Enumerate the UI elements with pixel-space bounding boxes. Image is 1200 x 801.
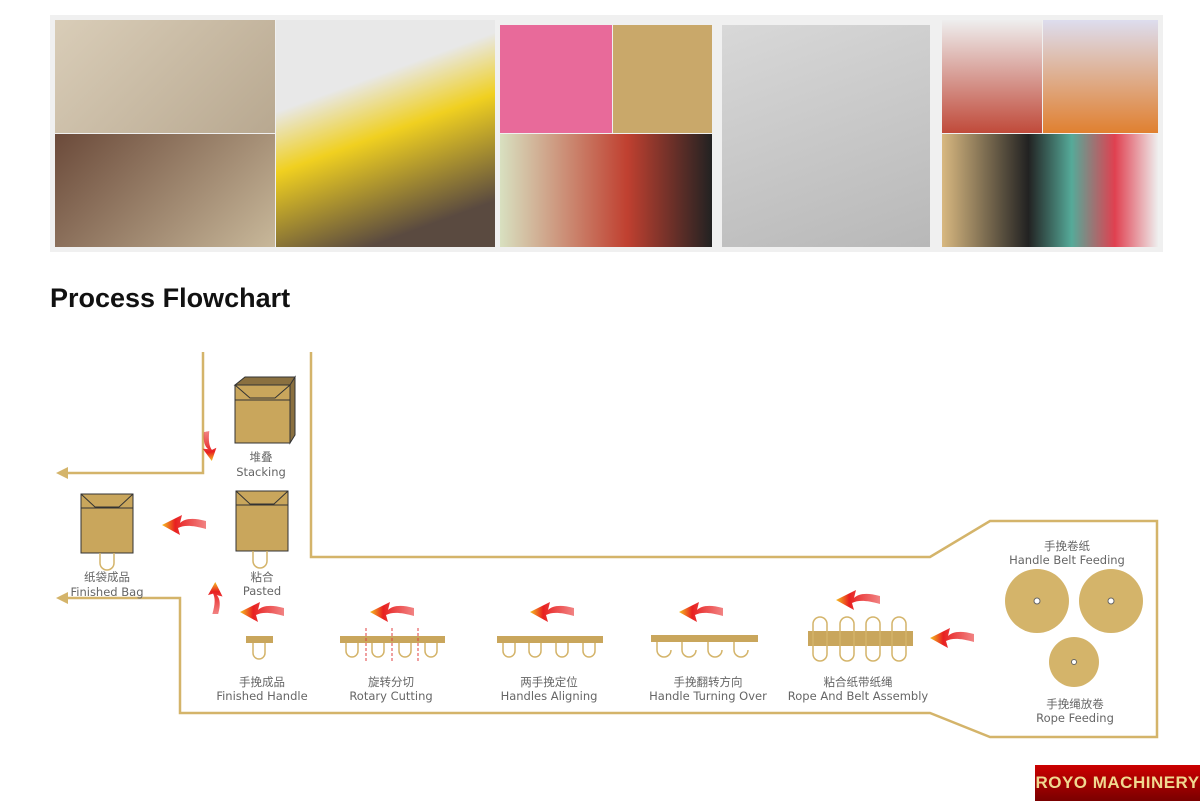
photo-red-bag — [942, 20, 1042, 133]
step-label: 手挽绳放卷 — [1046, 697, 1104, 711]
step-label: 手挽翻转方向 — [674, 675, 743, 689]
step-label: Rope And Belt Assembly — [788, 689, 929, 703]
step-label: Rope Feeding — [1036, 711, 1114, 725]
arrow-left-icon — [240, 602, 284, 622]
step-label: 纸袋成品 — [84, 570, 130, 584]
step-label: 粘合纸带纸绳 — [824, 675, 893, 689]
photo-twine-roll — [613, 25, 712, 133]
photo-pink-roll — [500, 25, 612, 133]
photo-yellow-handles — [276, 20, 495, 247]
step-label: 粘合 — [251, 570, 274, 584]
step-label: 手挽卷纸 — [1044, 539, 1090, 553]
royo-logo: ROYO MACHINERY — [1035, 765, 1200, 801]
arrow-left-icon — [246, 616, 913, 662]
feed-rolls — [1005, 569, 1143, 687]
photo-bags-row — [942, 134, 1158, 247]
stacked-bag-icon — [233, 375, 296, 445]
arrow-left-icon — [930, 628, 974, 648]
stacking-en: Stacking — [236, 465, 286, 479]
step-label: 两手挽定位 — [520, 675, 578, 689]
pasted-bag-icon — [235, 490, 289, 569]
finished-bag-icon — [80, 493, 134, 571]
output-arrowheads — [56, 467, 68, 604]
step-label: Handles Aligning — [501, 689, 598, 703]
arrow-left-icon — [836, 590, 880, 610]
step-label: Pasted — [243, 584, 281, 598]
arrow-left-icon — [370, 602, 414, 622]
product-photo-strip — [50, 15, 1163, 252]
photo-white-flat-handles — [722, 25, 930, 247]
step-label: 旋转分切 — [368, 675, 414, 689]
step-label: Handle Belt Feeding — [1009, 553, 1125, 567]
step-label: 手挽成品 — [239, 675, 285, 689]
conveyor-outline — [62, 352, 1159, 739]
arrow-left-icon — [530, 602, 574, 622]
step-label: Finished Handle — [216, 689, 307, 703]
arrow-left-icon — [679, 602, 723, 622]
step-label: Finished Bag — [70, 585, 143, 599]
photo-rope-rings — [500, 134, 712, 247]
photo-flat-handles — [55, 134, 275, 247]
photo-paper-handles — [55, 20, 275, 133]
step-label: Handle Turning Over — [649, 689, 767, 703]
section-title: Process Flowchart — [50, 283, 291, 313]
photo-orange-handles — [1043, 20, 1158, 133]
step-label: Rotary Cutting — [349, 689, 432, 703]
arrow-up-icon — [208, 582, 223, 614]
arrow-left-icon — [162, 515, 206, 535]
stacking-cn: 堆叠 — [250, 450, 273, 464]
